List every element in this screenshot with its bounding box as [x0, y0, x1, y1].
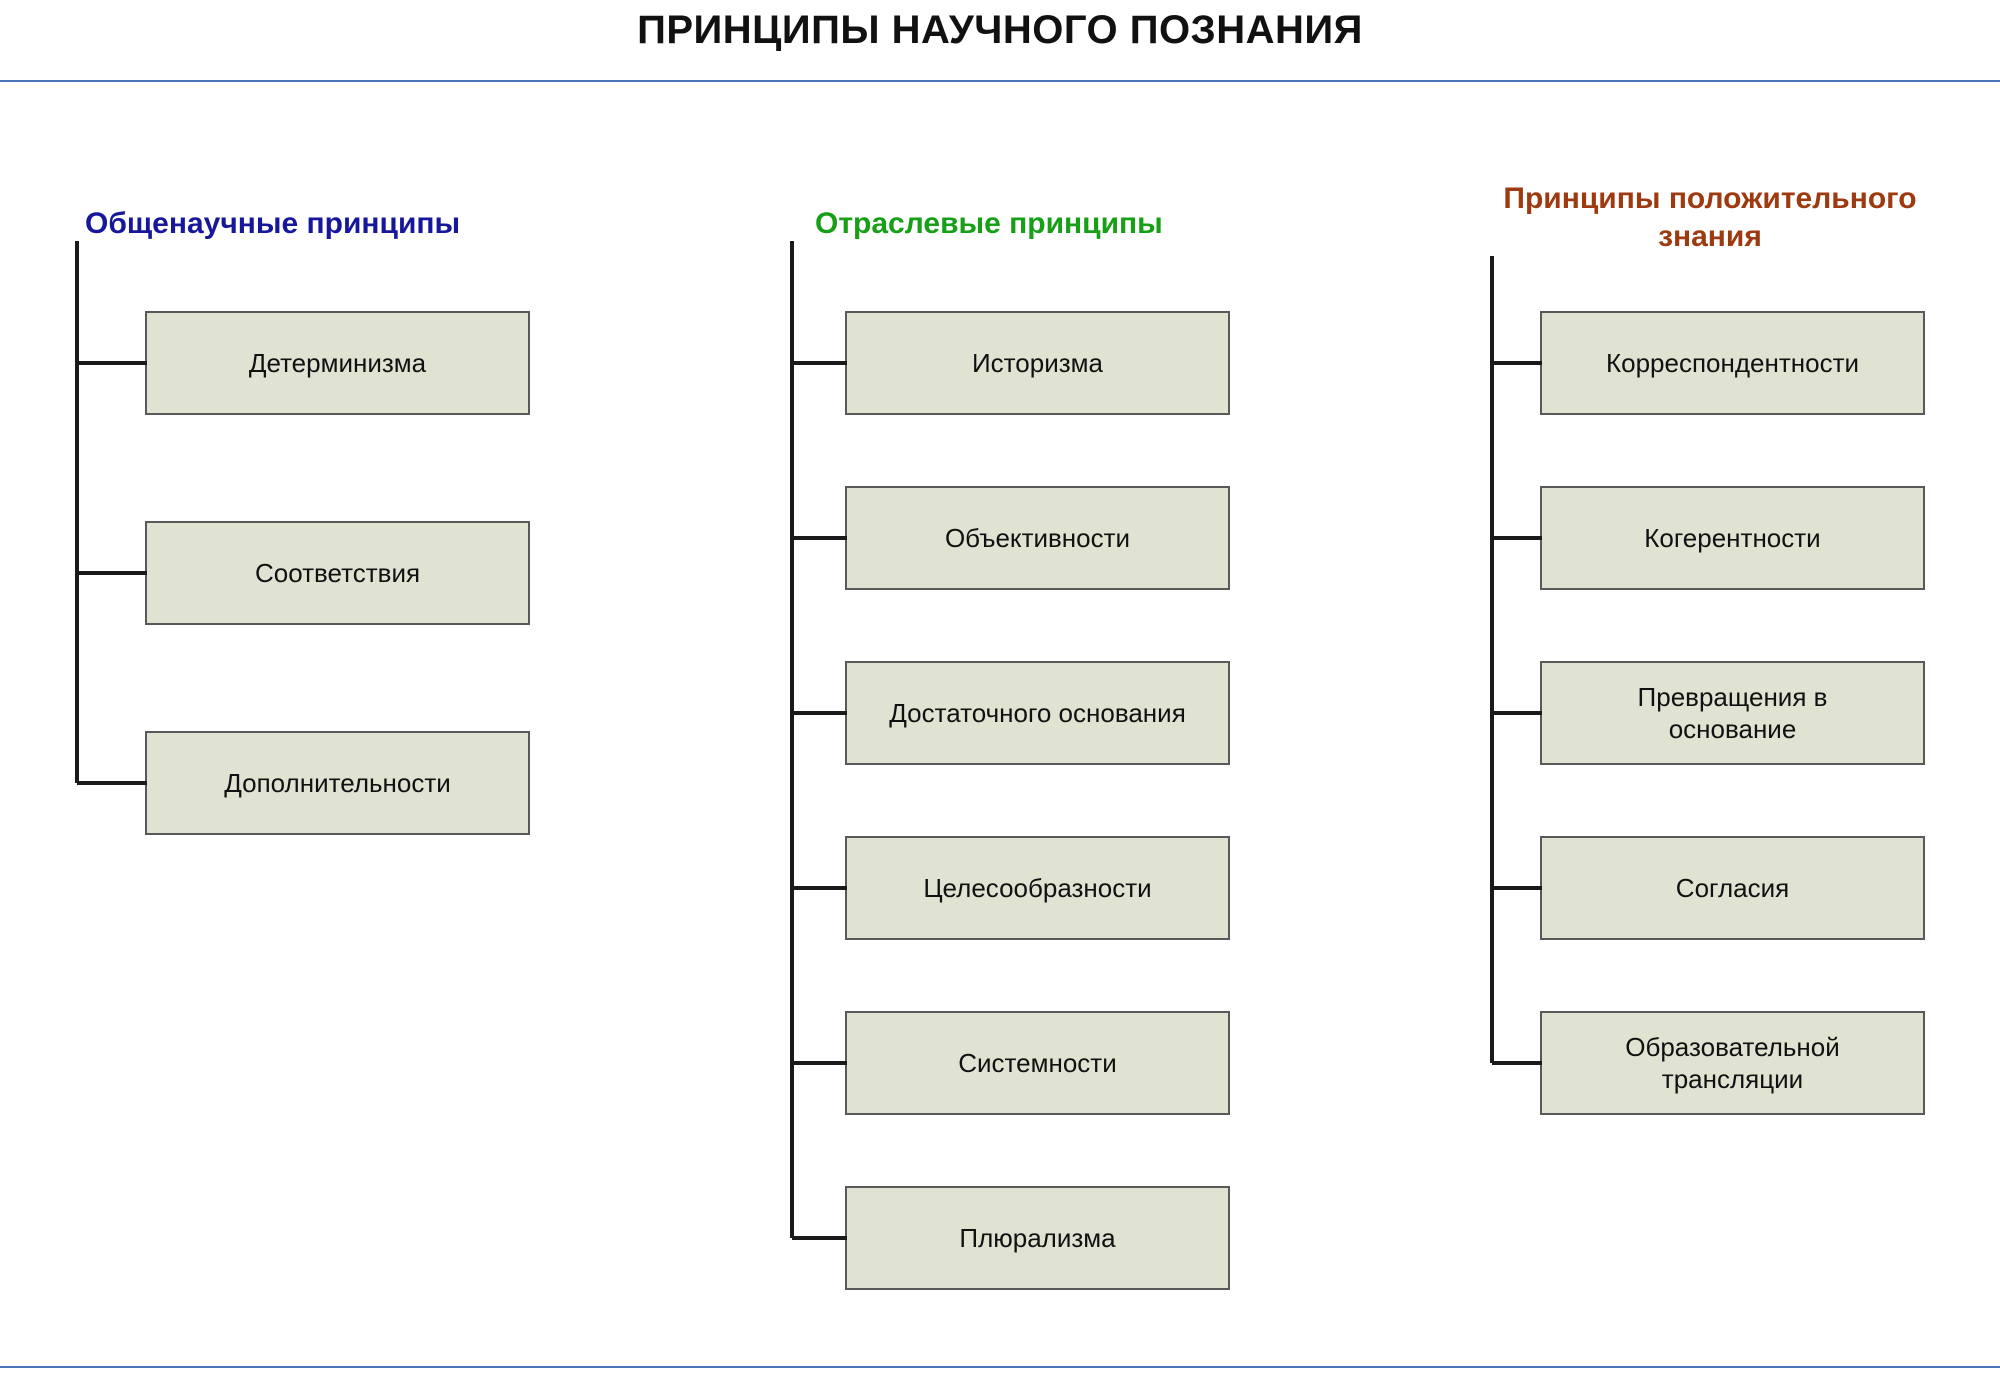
principle-box: Плюрализма: [792, 1186, 1230, 1290]
bottom-divider: [0, 1366, 2000, 1368]
principle-box: Целесообразности: [792, 836, 1230, 940]
page-title: ПРИНЦИПЫ НАУЧНОГО ПОЗНАНИЯ: [637, 8, 1363, 52]
principle-box: Объективности: [792, 486, 1230, 590]
principle-box: Системности: [792, 1011, 1230, 1115]
principle-box: Достаточного основания: [792, 661, 1230, 765]
principle-box: Превращения в основание: [1492, 661, 1925, 765]
principle-box: Образовательной трансляции: [1492, 1011, 1925, 1115]
principle-box: Согласия: [1492, 836, 1925, 940]
principle-box: Детерминизма: [77, 311, 530, 415]
principle-box: Соответствия: [77, 521, 530, 625]
principle-box: Когерентности: [1492, 486, 1925, 590]
tree-trunk-line: [790, 241, 794, 1238]
tree-trunk-line: [1490, 256, 1494, 1063]
top-divider: [0, 80, 2000, 82]
column-heading-branch: Отраслевые принципы: [815, 207, 1163, 240]
principle-box: Корреспондентности: [1492, 311, 1925, 415]
tree-trunk-line: [75, 241, 79, 783]
column-heading-general: Общенаучные принципы: [85, 207, 461, 240]
principle-box: Дополнительности: [77, 731, 530, 835]
principle-box: Историзма: [792, 311, 1230, 415]
column-heading-positive-knowledge: Принципы положительного знания: [1503, 182, 1917, 253]
